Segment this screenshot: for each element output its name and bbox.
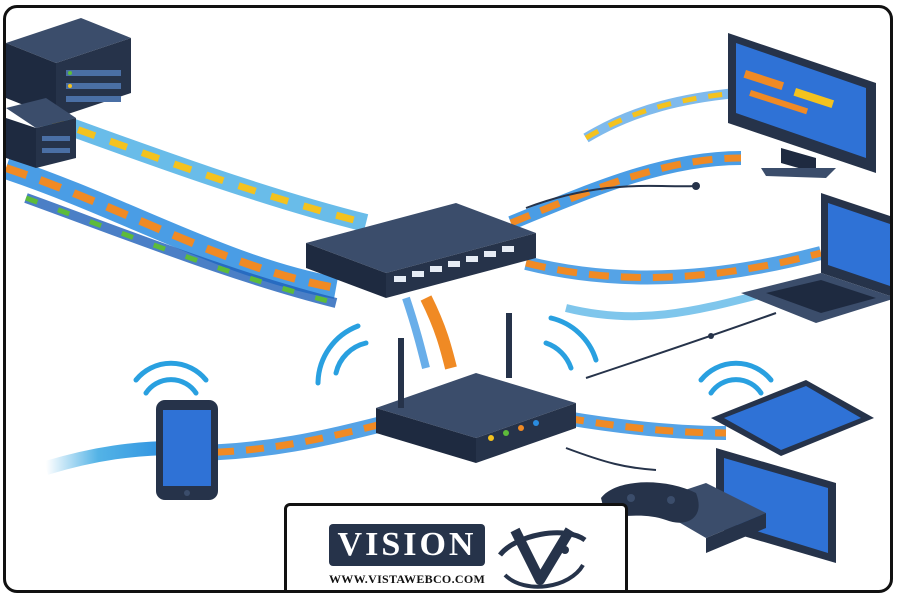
desktop-monitor-icon — [728, 33, 876, 178]
smartphone-icon — [156, 400, 218, 500]
data-stream-switch-to-monitor — [508, 88, 742, 230]
wifi-router-icon — [376, 313, 576, 463]
network-illustration — [6, 18, 890, 563]
tablet-icon — [711, 380, 874, 456]
brand-name: VISION — [337, 526, 477, 563]
brand-url: WWW.VISTAWEBCO.COM — [329, 572, 486, 586]
illustration-frame: VISION WWW.VISTAWEBCO.COM — [3, 5, 893, 593]
wifi-signal-icon — [133, 315, 774, 396]
data-stream-switch-to-router — [402, 295, 457, 370]
data-link-router-to-laptop — [585, 312, 777, 379]
brand-logo-box: VISION WWW.VISTAWEBCO.COM — [284, 503, 628, 590]
brand-name-plate: VISION — [329, 524, 485, 566]
network-switch-icon — [306, 203, 536, 298]
data-stream-servers-to-switch — [6, 109, 369, 308]
brand-emblem-icon — [498, 527, 587, 589]
data-stream-router-to-tablet — [564, 411, 727, 471]
laptop-icon — [741, 193, 890, 323]
server-rack-icon — [6, 18, 131, 168]
